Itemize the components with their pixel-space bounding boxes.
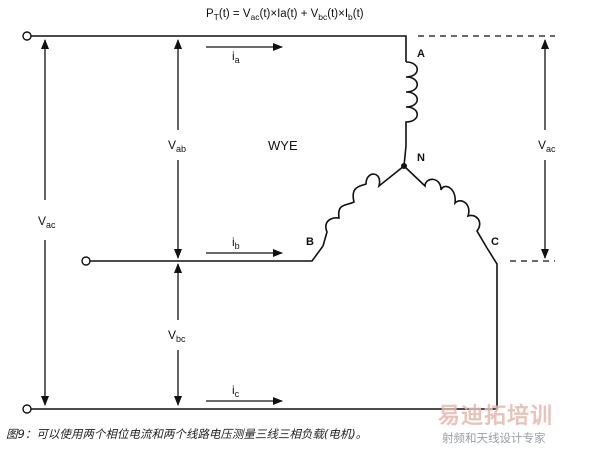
watermark-logo: 易迪拓培训 bbox=[438, 404, 554, 429]
label-ic: ic bbox=[232, 383, 240, 399]
figure-caption: 图9：可以使用两个相位电流和两个线路电压测量三线三相负载(电机)。 bbox=[6, 427, 368, 441]
power-formula: PT(t) = Vac(t)×Ia(t) + Vbc(t)×Ib(t) bbox=[206, 8, 364, 22]
coil-a bbox=[403, 61, 419, 167]
label-wye: WYE bbox=[268, 138, 298, 153]
label-vbc: Vbc bbox=[168, 328, 186, 344]
terminal-a bbox=[22, 31, 32, 41]
coil-b bbox=[322, 165, 405, 247]
label-vac-right: Vac bbox=[538, 138, 556, 154]
neutral-node bbox=[401, 163, 407, 169]
node-label-c: C bbox=[491, 236, 499, 248]
line-c bbox=[31, 247, 498, 410]
label-vab: Vab bbox=[168, 138, 186, 154]
node-label-b: B bbox=[306, 236, 314, 248]
node-label-n: N bbox=[417, 152, 425, 164]
label-ib: ib bbox=[232, 235, 240, 251]
watermark-subtitle: 射频和天线设计专家 bbox=[442, 431, 546, 445]
label-vac-left: Vac bbox=[38, 214, 56, 230]
terminal-b bbox=[81, 256, 91, 266]
coil-c bbox=[403, 165, 488, 249]
terminal-c bbox=[22, 404, 32, 414]
label-ia: ia bbox=[232, 49, 240, 65]
line-a bbox=[31, 35, 407, 62]
node-label-a: A bbox=[417, 48, 425, 60]
line-b bbox=[90, 245, 324, 262]
